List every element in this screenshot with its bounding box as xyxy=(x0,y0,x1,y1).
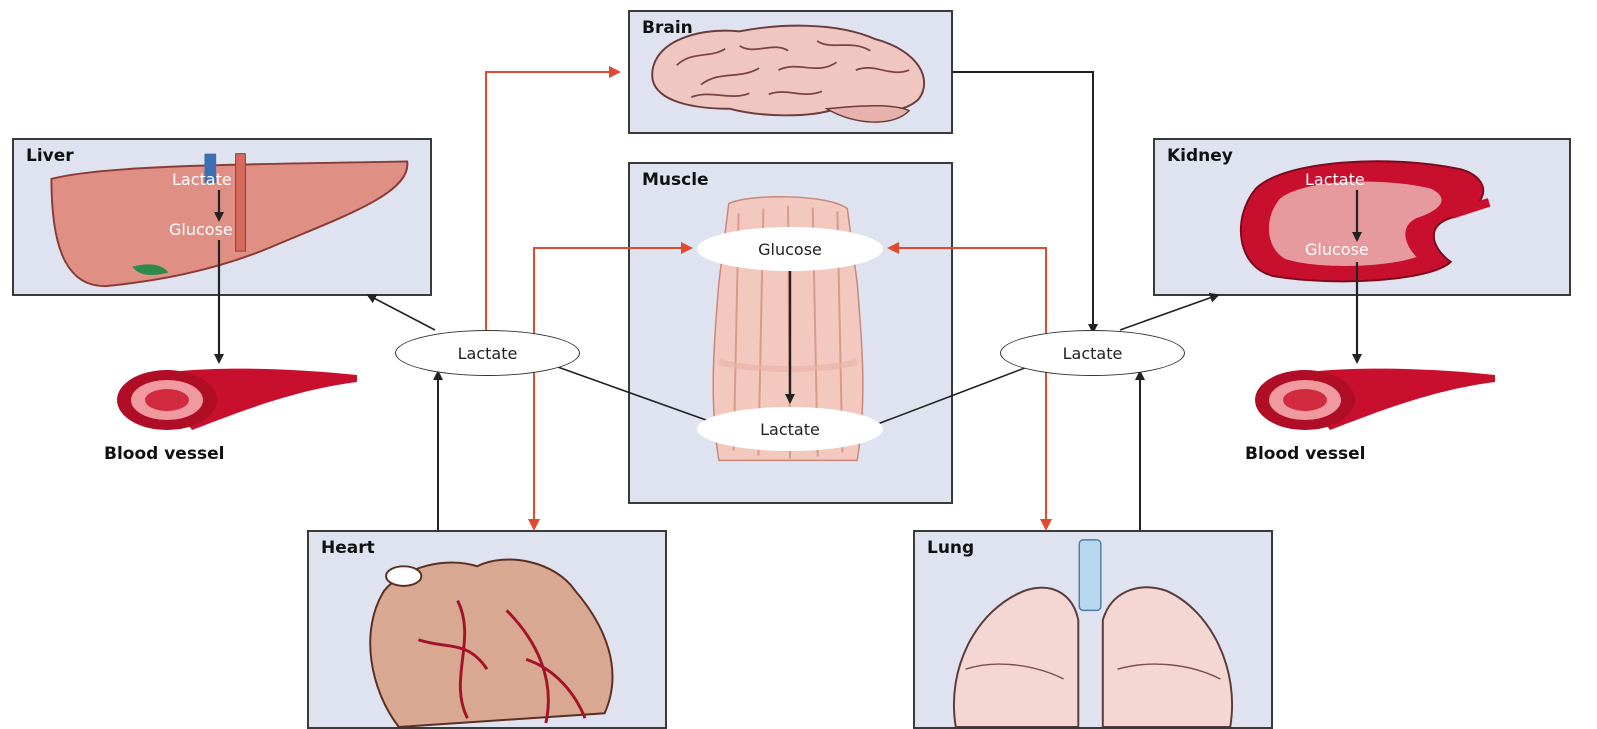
left-lactate-pool: Lactate xyxy=(395,330,580,376)
left-lactate-to-brain-red-arrow xyxy=(486,72,618,330)
liver-box: Liver Lactate Glucose xyxy=(12,138,432,296)
right-lactate-to-kidney-arrow xyxy=(1120,295,1218,330)
left-lactate-to-liver-arrow xyxy=(368,295,435,330)
lung-title: Lung xyxy=(927,538,974,558)
blood-vessel-left-icon xyxy=(112,360,362,440)
muscle-title: Muscle xyxy=(642,170,709,190)
kidney-title: Kidney xyxy=(1167,146,1233,166)
heart-title: Heart xyxy=(321,538,375,558)
muscle-lactate-node: Lactate xyxy=(697,407,883,451)
lung-illustration xyxy=(915,532,1271,727)
right-lactate-pool: Lactate xyxy=(1000,330,1185,376)
liver-title: Liver xyxy=(26,146,74,166)
brain-to-right-lactate-arrow xyxy=(953,72,1093,332)
heart-box: Heart xyxy=(307,530,667,729)
lung-box: Lung xyxy=(913,530,1273,729)
liver-lactate-label: Lactate xyxy=(172,170,232,189)
kidney-box: Kidney Lactate Glucose xyxy=(1153,138,1571,296)
liver-illustration xyxy=(14,140,430,294)
muscle-glucose-node: Glucose xyxy=(697,227,883,271)
blood-vessel-right-label: Blood vessel xyxy=(1245,444,1365,464)
muscle-illustration xyxy=(630,164,951,502)
kidney-glucose-label: Glucose xyxy=(1305,240,1369,259)
brain-box: Brain xyxy=(628,10,953,134)
kidney-lactate-label: Lactate xyxy=(1305,170,1365,189)
blood-vessel-right-icon xyxy=(1250,360,1500,440)
heart-illustration xyxy=(309,532,665,727)
liver-glucose-label: Glucose xyxy=(169,220,233,239)
blood-vessel-left-label: Blood vessel xyxy=(104,444,224,464)
muscle-box: Muscle xyxy=(628,162,953,504)
brain-title: Brain xyxy=(642,18,693,38)
